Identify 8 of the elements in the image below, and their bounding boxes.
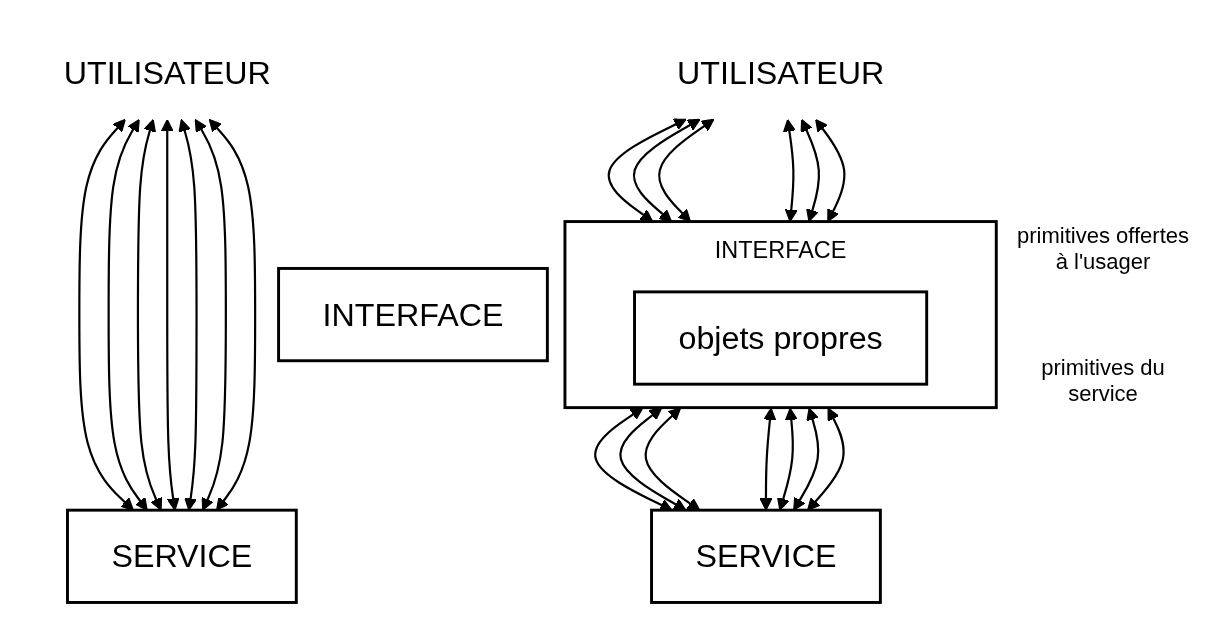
annotation-text: primitives du service bbox=[1040, 355, 1166, 407]
node-box: INTERFACE bbox=[277, 267, 549, 363]
node-text: UTILISATEUR bbox=[63, 54, 271, 92]
node-box: objets propres bbox=[633, 290, 929, 387]
node-box: SERVICE bbox=[650, 509, 882, 605]
node-text: UTILISATEUR bbox=[677, 54, 885, 92]
node-box: SERVICE bbox=[66, 509, 298, 605]
annotation-text: primitives offertes à l'usager bbox=[1016, 223, 1190, 275]
